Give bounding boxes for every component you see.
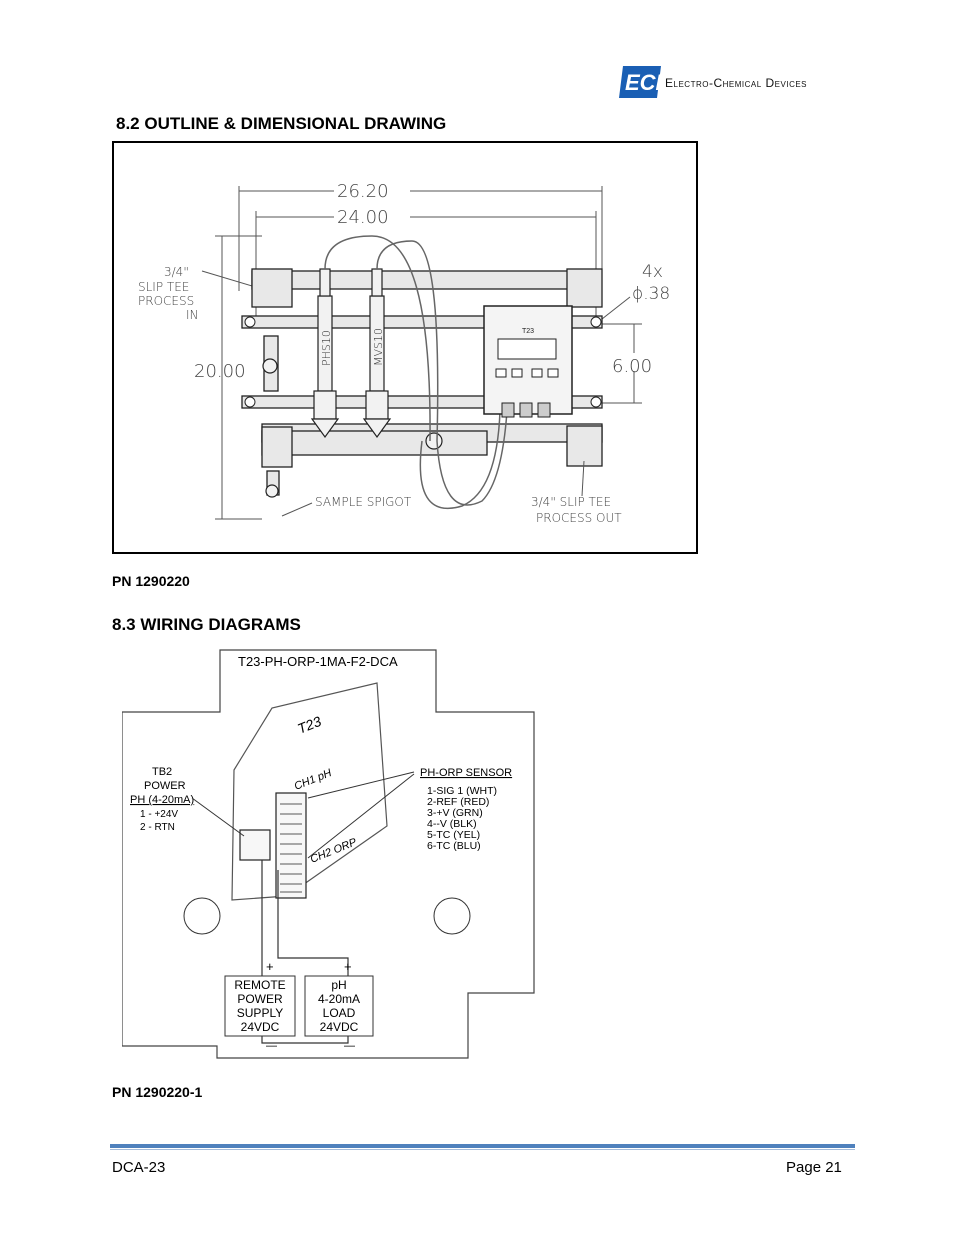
footer-doc: DCA-23: [112, 1159, 166, 1176]
svg-text:5-TC (YEL): 5-TC (YEL): [427, 829, 480, 841]
hole-count: 4x: [642, 262, 663, 282]
dim-mount-height: 6.00: [612, 356, 652, 377]
dim-overall-width: 26.20: [337, 181, 389, 202]
svg-text:4--V (BLK): 4--V (BLK): [427, 818, 477, 830]
model-label: T23-PH-ORP-1MA-F2-DCA: [238, 654, 398, 669]
sensor-orp-label: MVS10: [372, 328, 385, 366]
svg-text:T23: T23: [522, 328, 534, 335]
svg-text:ECD: ECD: [625, 70, 672, 95]
svg-text:PROCESS: PROCESS: [138, 294, 194, 308]
outline-drawing: 26.20 24.00 20.00 6.00 4x ϕ.38 3/4" SLIP…: [112, 141, 698, 554]
svg-text:4-20mA: 4-20mA: [318, 992, 360, 1006]
footer-rule: [110, 1144, 855, 1148]
hole-dia: ϕ.38: [632, 284, 670, 304]
footer-rule-light: [110, 1149, 855, 1150]
section-wiring-title: 8.3 WIRING DIAGRAMS: [112, 615, 301, 634]
svg-text:IN: IN: [186, 308, 199, 322]
outlet-label-1: 3/4" SLIP TEE: [531, 495, 611, 509]
svg-text:POWER: POWER: [237, 992, 283, 1006]
sensor-ph-label: PHS10: [320, 330, 333, 366]
section-outline-title: 8.2 OUTLINE & DIMENSIONAL DRAWING: [116, 114, 447, 133]
company-logo: ECD Electro-Chemical Devices: [617, 64, 842, 100]
svg-text:+: +: [344, 959, 352, 974]
svg-text:—: —: [266, 1040, 277, 1052]
svg-text:—: —: [344, 1040, 355, 1052]
svg-text:2-REF (RED): 2-REF (RED): [427, 796, 489, 808]
svg-text:SLIP TEE: SLIP TEE: [138, 280, 189, 294]
svg-text:REMOTE: REMOTE: [234, 978, 285, 992]
svg-text:POWER: POWER: [144, 780, 186, 792]
footer-page: Page 21: [786, 1159, 842, 1176]
svg-text:PH-ORP SENSOR: PH-ORP SENSOR: [420, 767, 512, 779]
outlet-label-2: PROCESS OUT: [536, 511, 622, 525]
svg-text:24VDC: 24VDC: [241, 1020, 280, 1034]
svg-text:SUPPLY: SUPPLY: [237, 1006, 283, 1020]
svg-text:LOAD: LOAD: [323, 1006, 356, 1020]
svg-text:6-TC (BLU): 6-TC (BLU): [427, 840, 481, 852]
wiring-diagram: T23-PH-ORP-1MA-F2-DCA T23 CH1 pH CH2 ORP…: [121, 648, 536, 1060]
svg-text:24VDC: 24VDC: [320, 1020, 359, 1034]
svg-text:1-SIG 1 (WHT): 1-SIG 1 (WHT): [427, 785, 497, 797]
svg-text:2 - RTN: 2 - RTN: [140, 822, 175, 833]
company-name: Electro-Chemical Devices: [665, 76, 807, 90]
spigot-label: SAMPLE SPIGOT: [315, 495, 412, 509]
dim-height: 20.00: [194, 361, 246, 382]
svg-text:PH (4-20mA): PH (4-20mA): [130, 794, 194, 806]
svg-text:TB2: TB2: [152, 766, 172, 778]
svg-text:pH: pH: [331, 978, 346, 992]
ecd-logo-icon: ECD Electro-Chemical Devices: [619, 66, 807, 98]
svg-text:+: +: [266, 959, 274, 974]
analyzer-enclosure: T23: [483, 305, 573, 418]
wiring-part-number: PN 1290220-1: [112, 1084, 203, 1100]
outline-part-number: PN 1290220: [112, 573, 190, 589]
svg-text:3/4": 3/4": [164, 265, 189, 279]
svg-text:1 - +24V: 1 - +24V: [140, 809, 178, 820]
dim-mount-width: 24.00: [337, 207, 389, 228]
terminal-block: [239, 792, 307, 899]
svg-text:3-+V (GRN): 3-+V (GRN): [427, 807, 483, 819]
